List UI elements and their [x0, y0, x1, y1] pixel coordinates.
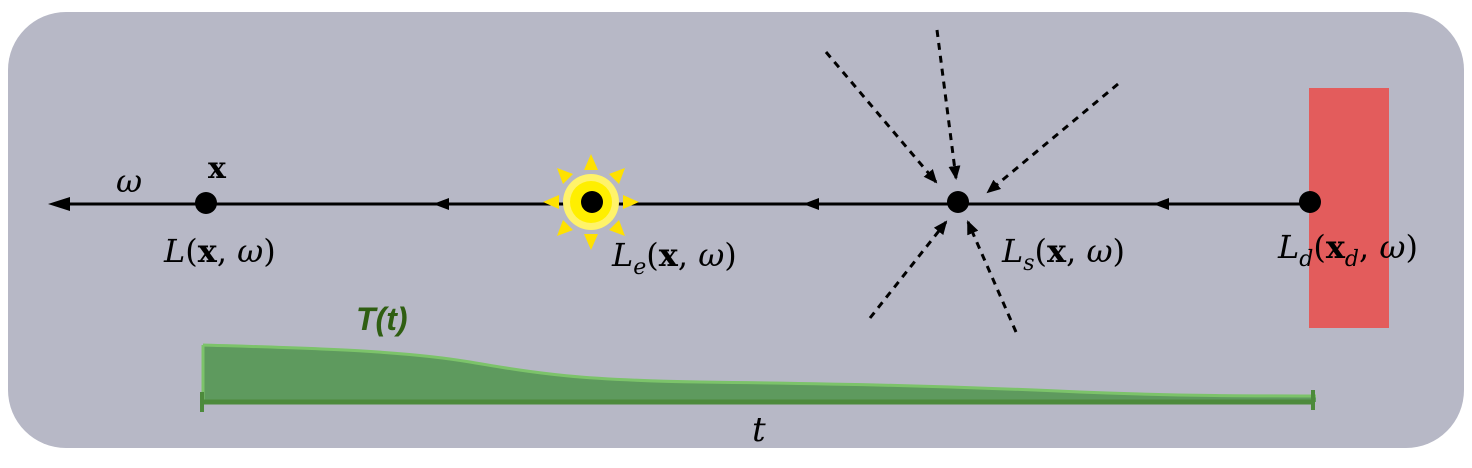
ray-arrowhead-3	[1153, 198, 1169, 210]
scatter-arrows	[824, 29, 1119, 333]
t-axis-label: t	[752, 410, 766, 450]
ray-arrowhead-left	[48, 197, 70, 211]
emission-label: Le(x, ω)	[611, 236, 737, 280]
ray-arrowhead-2	[803, 198, 819, 210]
point-detector	[1299, 191, 1321, 213]
scatter-arrow-upper-right	[986, 82, 1119, 194]
transmittance-area	[203, 345, 1316, 402]
detector-block	[1309, 88, 1389, 328]
transmittance-curve	[202, 343, 1317, 398]
point-emission	[581, 191, 603, 213]
x-point-label: x	[208, 151, 227, 186]
transmittance-label: T(t)	[356, 301, 408, 337]
omega-label: ω	[116, 162, 142, 200]
radiance-label: L(x, ω)	[163, 232, 276, 270]
point-x	[195, 192, 217, 214]
detector-radiance-label: Ld(xd, ω)	[1277, 228, 1418, 272]
scattering-label: Ls(x, ω)	[1001, 232, 1125, 276]
point-scatter	[947, 191, 969, 213]
background-panel	[8, 12, 1464, 448]
ray-arrowhead-1	[433, 198, 449, 210]
scatter-arrow-upper-left	[824, 51, 938, 184]
